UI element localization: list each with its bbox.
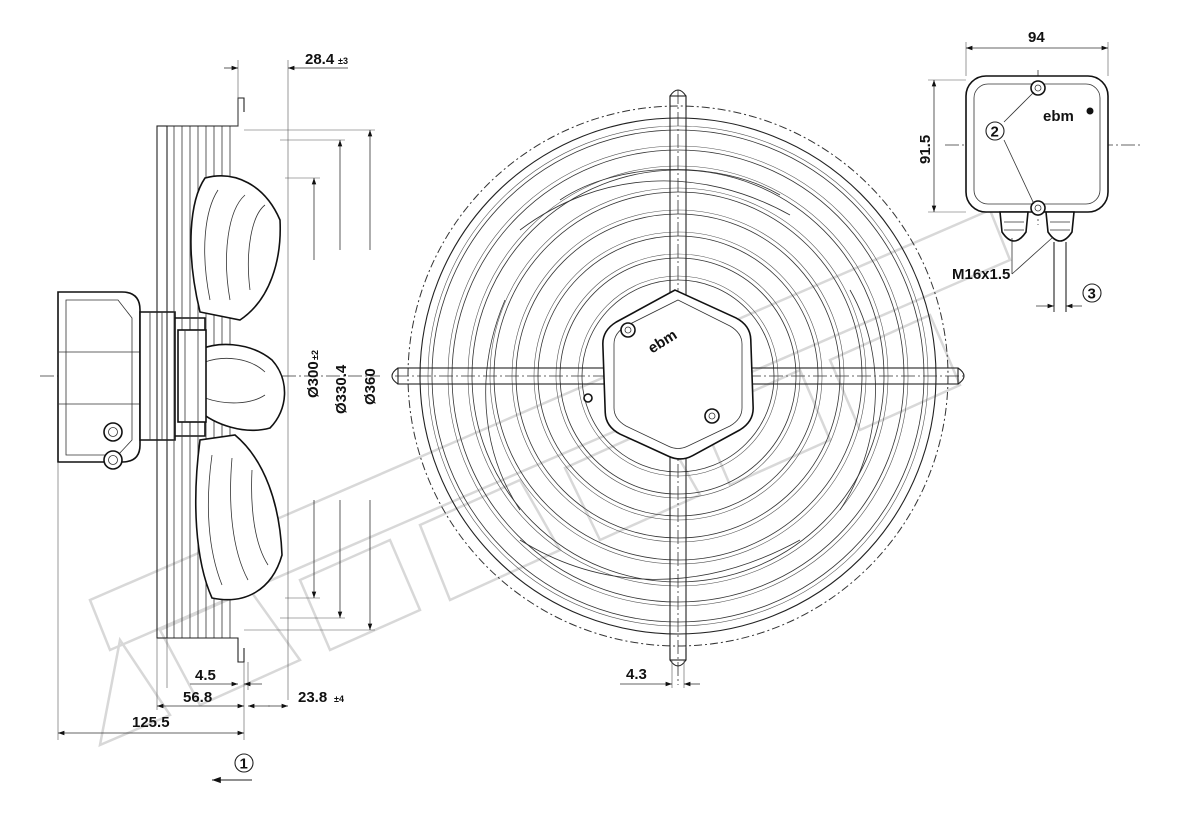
guard-ring-inner xyxy=(447,145,909,607)
dim-d330: Ø330.4 xyxy=(333,364,350,414)
dim-4-5: 4.5 xyxy=(195,667,216,684)
dim-23-8: 23.8 xyxy=(298,689,327,706)
dim-4-3: 4.3 xyxy=(626,666,647,683)
guard-ring xyxy=(419,117,937,635)
guard-ring xyxy=(559,257,797,495)
terminal-box-view: ebm 94 91.5 2 M16x1.5 3 xyxy=(917,29,1140,312)
callout-2-circle xyxy=(985,121,1005,141)
guard-ring-inner xyxy=(427,125,929,627)
terminal-box xyxy=(965,75,1109,213)
outer-circle xyxy=(407,105,949,647)
dim-91-5: 91.5 xyxy=(917,135,934,164)
guard-ring-inner xyxy=(533,231,823,521)
motor-screw-1 xyxy=(620,322,636,338)
dim-d300: Ø300 xyxy=(305,361,322,398)
guard-ring xyxy=(431,129,925,623)
terminal-box-side xyxy=(57,291,141,463)
motor-housing xyxy=(602,289,754,460)
side-view: 28.4 ±3 Ø360 Ø330.4 Ø300 ±2 4.5 56.8 23.… xyxy=(40,51,380,784)
callout-1-circle xyxy=(234,753,254,773)
guard-rings xyxy=(419,117,937,635)
callout-3: 3 xyxy=(1088,286,1096,303)
guard-ring-inner xyxy=(489,187,867,565)
dim-125-5: 125.5 xyxy=(132,714,170,731)
dim-d360: Ø360 xyxy=(362,368,379,405)
callout-2: 2 xyxy=(991,124,999,141)
guard-ring xyxy=(493,191,863,561)
guard-ring-inner xyxy=(555,253,801,499)
cable-gland-left xyxy=(999,211,1029,242)
dim-56-8: 56.8 xyxy=(183,689,212,706)
callout-3-circle xyxy=(1082,283,1102,303)
guard-ring-inner xyxy=(511,209,845,543)
box-logo: ebm xyxy=(1043,108,1074,125)
box-screw-top xyxy=(1030,80,1046,96)
dim-28-4: 28.4 xyxy=(305,51,335,68)
callout-1: 1 xyxy=(240,756,248,773)
cable-gland-right xyxy=(1045,211,1075,242)
guard-ring xyxy=(451,149,905,603)
motor-screw-2 xyxy=(704,408,720,424)
guard-ring-inner xyxy=(577,275,779,477)
thread-label: M16x1.5 xyxy=(952,266,1010,283)
dim-28-4-tolerance: ±3 xyxy=(338,56,348,66)
guard-ring xyxy=(515,213,841,539)
guard-ring xyxy=(471,169,885,583)
guard-ring xyxy=(581,279,775,473)
dim-d300-tolerance: ±2 xyxy=(310,350,320,360)
front-view: ebm 4.3 xyxy=(391,89,965,688)
guard-ring-inner xyxy=(467,165,889,587)
blade-upper xyxy=(190,175,281,321)
blade-middle xyxy=(194,343,286,432)
dim-94: 94 xyxy=(1028,29,1045,46)
blade-lower xyxy=(195,434,283,601)
dim-23-8-tolerance: ±4 xyxy=(334,694,344,704)
guard-ring xyxy=(537,235,819,517)
box-screw-bottom xyxy=(1030,200,1046,216)
